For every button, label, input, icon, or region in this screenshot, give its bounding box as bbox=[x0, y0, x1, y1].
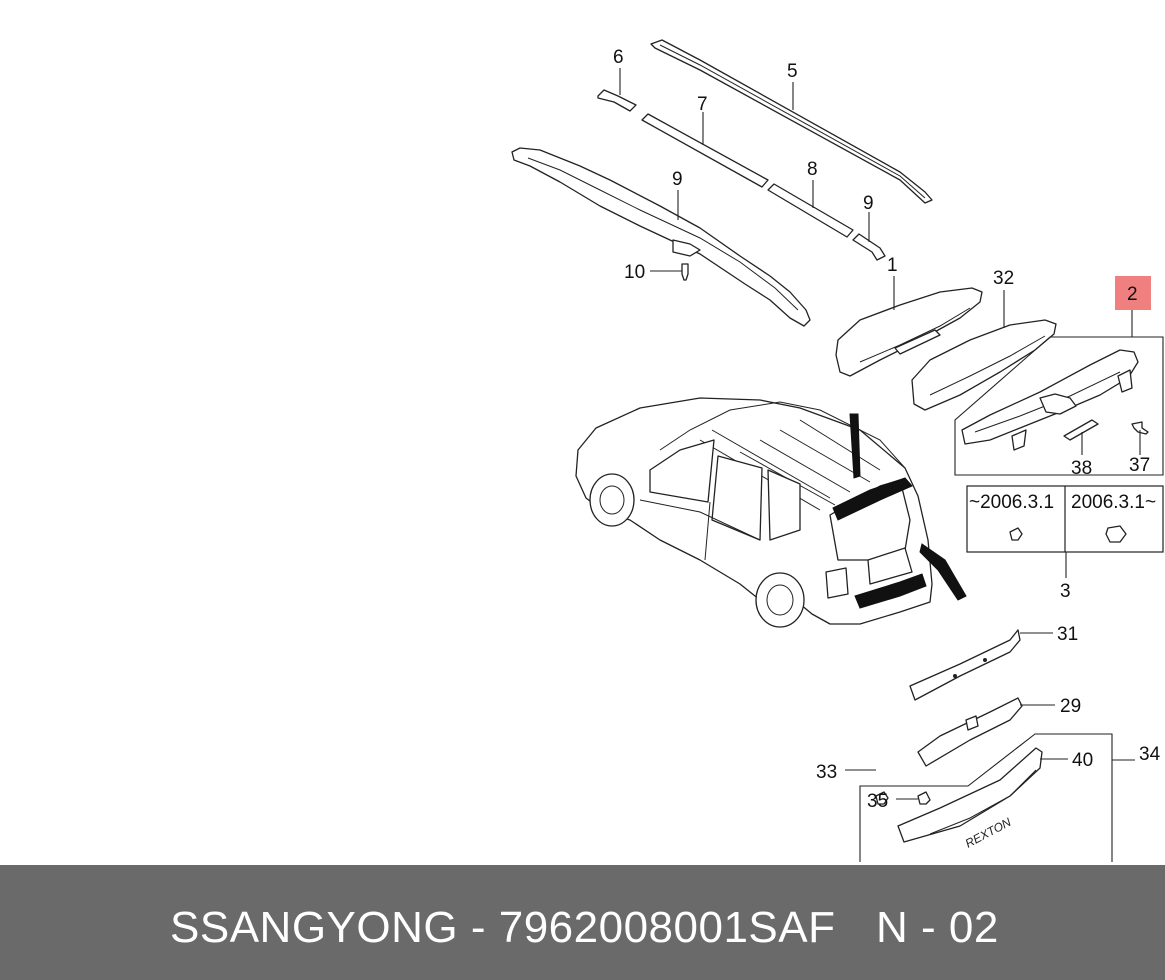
callout-4: 5 bbox=[787, 61, 798, 82]
callout-31: 31 bbox=[1057, 624, 1078, 645]
callout-2: 2 bbox=[1127, 284, 1138, 305]
callout-9: 9 bbox=[672, 169, 683, 190]
spoiler-32 bbox=[911, 319, 1057, 411]
callout-35: 35 bbox=[867, 791, 888, 812]
callout-7: 8 bbox=[807, 159, 818, 180]
date-split-box bbox=[966, 485, 1164, 578]
callout-38: 38 bbox=[1071, 458, 1092, 479]
callout-33: 33 bbox=[816, 762, 837, 783]
parts-diagram: REXTON 6 5 7 8 9 9 10 1 3 bbox=[511, 39, 1164, 862]
roof-strip-6 bbox=[641, 113, 769, 188]
roof-rail-9 bbox=[511, 147, 811, 327]
pad-38 bbox=[1063, 419, 1099, 441]
highlight-box-2 bbox=[1115, 276, 1151, 310]
callout-5: 6 bbox=[613, 47, 624, 68]
callout-1: 1 bbox=[887, 255, 898, 276]
leader-lines bbox=[619, 68, 1141, 800]
roof-strip-8 bbox=[852, 233, 886, 261]
callout-29: 29 bbox=[1060, 696, 1081, 717]
callout-3: 3 bbox=[1060, 581, 1071, 602]
roof-strip-7 bbox=[767, 183, 854, 238]
nut-33 bbox=[875, 791, 889, 805]
spoiler-assembly-box bbox=[954, 336, 1164, 476]
date-right: 2006.3.1~ bbox=[1071, 492, 1156, 513]
trim-31 bbox=[909, 629, 1021, 701]
footer-code: N - 02 bbox=[876, 903, 999, 952]
callout-8: 9 bbox=[863, 193, 874, 214]
vehicle-illustration bbox=[575, 397, 967, 628]
callout-6: 7 bbox=[697, 94, 708, 115]
spoiler-1 bbox=[835, 287, 983, 377]
date-left: ~2006.3.1 bbox=[969, 492, 1054, 513]
callout-10: 10 bbox=[624, 262, 645, 283]
footer-title: SSANGYONG - 7962008001SAF bbox=[170, 903, 836, 952]
garnish-29 bbox=[917, 697, 1023, 767]
bolt-10 bbox=[681, 263, 689, 281]
callout-32: 32 bbox=[993, 268, 1014, 289]
clip-37 bbox=[1131, 421, 1149, 435]
callout-34: 34 bbox=[1139, 744, 1161, 765]
roof-strip-5 bbox=[597, 89, 637, 112]
footer-bar: SSANGYONG - 7962008001SAF N - 02 bbox=[0, 865, 1165, 980]
callout-labels: 6 5 7 8 9 9 10 1 32 2 38 37 ~2006.3.1 20… bbox=[613, 47, 1161, 812]
callout-40: 40 bbox=[1072, 750, 1093, 771]
nut-35 bbox=[917, 791, 931, 805]
roof-strip-4 bbox=[650, 39, 933, 204]
callout-37: 37 bbox=[1129, 455, 1150, 476]
